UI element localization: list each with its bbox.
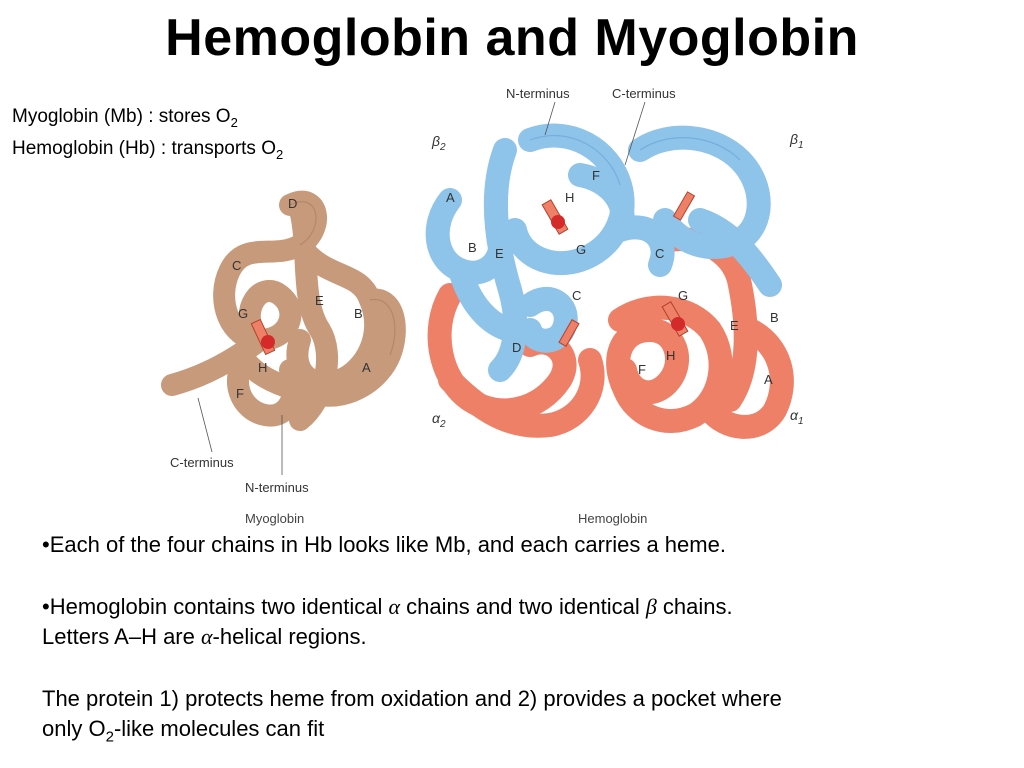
intro-line-myoglobin: Myoglobin (Mb) : stores O2: [12, 106, 238, 130]
page-title: Hemoglobin and Myoglobin: [165, 9, 859, 67]
hb-c-terminus-label: C-terminus: [612, 86, 676, 101]
beta2-chain-label: β2: [431, 133, 446, 153]
hb-alpha-helix-label: F: [638, 362, 646, 377]
hb-alpha-helix-label: C: [655, 246, 664, 261]
protein-function-line1: The protein 1) protects heme from oxidat…: [42, 686, 782, 711]
hb-beta-helix-label: D: [512, 340, 521, 355]
hemoglobin-heme-icon: [672, 191, 696, 221]
mb-c-terminus-label: C-terminus: [170, 455, 234, 470]
myoglobin-structure: D C E B G H A F C-terminus N-terminus My…: [161, 190, 406, 526]
hb-alpha-helix-label: G: [678, 288, 688, 303]
hb-alpha-helix-label: A: [764, 372, 773, 387]
hb-beta-helix-label: F: [592, 168, 600, 183]
hemoglobin-structure: F A H B E G C D C G E B H F A N-terminus…: [425, 86, 804, 526]
hb-beta-helix-label: C: [572, 288, 581, 303]
mb-helix-label: A: [362, 360, 371, 375]
explanation-text: •Each of the four chains in Hb looks lik…: [42, 530, 1012, 752]
mb-helix-label: D: [288, 196, 297, 211]
mb-helix-label: C: [232, 258, 241, 273]
bullet-four-chains: •Each of the four chains in Hb looks lik…: [42, 532, 726, 557]
bullet-identical-chains: •Hemoglobin contains two identical α cha…: [42, 594, 733, 619]
intro-text: Myoglobin (Mb) : stores O2 Hemoglobin (H…: [12, 104, 283, 168]
hemoglobin-heme-icon: [661, 301, 689, 337]
mb-helix-label: F: [236, 386, 244, 401]
hb-beta-helix-label: A: [446, 190, 455, 205]
hemoglobin-caption: Hemoglobin: [578, 511, 647, 526]
hb-beta-helix-label: B: [468, 240, 477, 255]
protein-structure-diagram: D C E B G H A F C-terminus N-terminus My…: [161, 86, 804, 526]
hb-beta-helix-label: H: [565, 190, 574, 205]
alpha1-chain-label: α1: [790, 407, 804, 427]
hb-n-terminus-label: N-terminus: [506, 86, 570, 101]
helical-regions-line: Letters A–H are α-helical regions.: [42, 624, 367, 649]
beta1-chain-label: β1: [789, 131, 804, 151]
hemoglobin-heme-icon: [541, 199, 569, 235]
mb-helix-label: H: [258, 360, 267, 375]
myoglobin-heme-icon: [261, 335, 275, 349]
myoglobin-caption: Myoglobin: [245, 511, 304, 526]
intro-line-hemoglobin: Hemoglobin (Hb) : transports O2: [12, 137, 284, 162]
protein-function-line2: only O2-like molecules can fit: [42, 716, 325, 746]
hb-beta-helix-label: G: [576, 242, 586, 257]
hb-beta-helix-label: E: [495, 246, 504, 261]
hb-alpha-helix-label: B: [770, 310, 779, 325]
hemoglobin-heme-icon: [558, 319, 580, 347]
mb-helix-label: E: [315, 293, 324, 308]
mb-n-terminus-label: N-terminus: [245, 480, 309, 495]
hb-alpha-helix-label: E: [730, 318, 739, 333]
hb-alpha-helix-label: H: [666, 348, 675, 363]
mb-helix-label: G: [238, 306, 248, 321]
alpha2-chain-label: α2: [432, 410, 446, 430]
mb-helix-label: B: [354, 306, 363, 321]
